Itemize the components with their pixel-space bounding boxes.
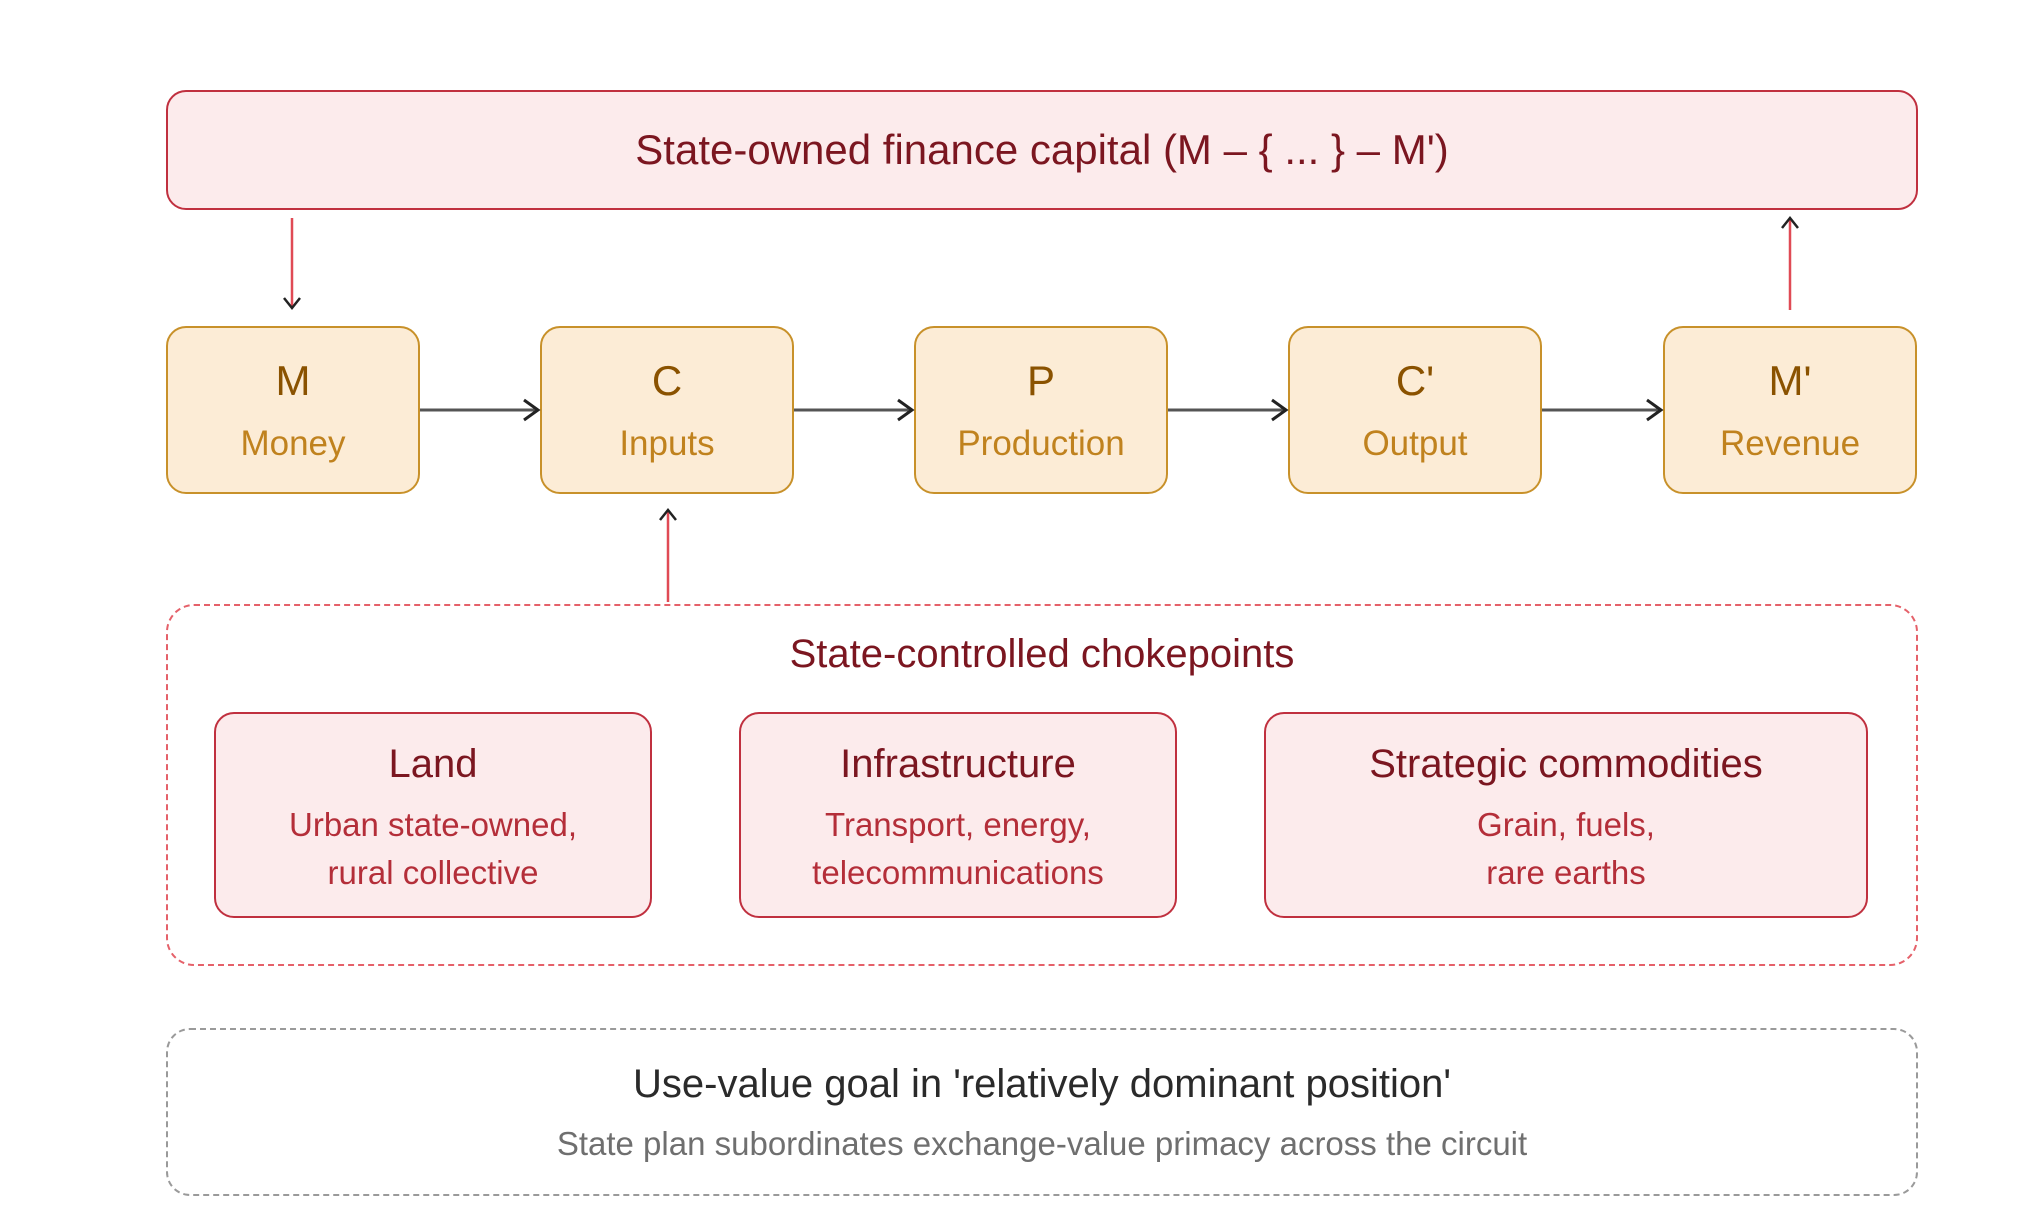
use-value-subtitle: State plan subordinates exchange-value p…	[556, 1124, 1528, 1162]
chokepoint-commodities-line2: rare earths	[1486, 854, 1646, 891]
node-production-label: Production	[957, 423, 1125, 463]
arrow-revenue-to-finance	[1781, 215, 1799, 310]
arrow-production-to-output	[1168, 398, 1289, 422]
use-value-title: Use-value goal in 'relatively dominant p…	[633, 1061, 1451, 1106]
arrow-inputs-to-production	[794, 398, 915, 422]
chokepoint-strategic-commodities: Strategic commodities Grain, fuels, rare…	[1264, 712, 1868, 918]
arrow-output-to-revenue	[1542, 398, 1664, 422]
node-output: C' Output	[1288, 326, 1542, 494]
node-output-symbol: C'	[1395, 356, 1435, 404]
node-output-label: Output	[1362, 423, 1468, 463]
finance-capital-box: State-owned finance capital (M – { ... }…	[166, 90, 1918, 210]
chokepoint-land-line1: Urban state-owned,	[289, 806, 577, 843]
arrow-chokepoints-to-inputs	[659, 507, 677, 602]
chokepoint-infrastructure: Infrastructure Transport, energy, teleco…	[739, 712, 1177, 918]
use-value-box: Use-value goal in 'relatively dominant p…	[166, 1028, 1918, 1196]
node-revenue-label: Revenue	[1719, 423, 1861, 463]
chokepoint-infrastructure-line1: Transport, energy,	[825, 806, 1091, 843]
chokepoints-group: State-controlled chokepoints	[166, 604, 1918, 966]
chokepoint-infrastructure-title: Infrastructure	[840, 742, 1076, 786]
node-revenue-symbol: M'	[1768, 356, 1812, 404]
chokepoint-land-title: Land	[388, 742, 478, 786]
node-money-label: Money	[240, 423, 346, 463]
node-revenue: M' Revenue	[1663, 326, 1917, 494]
node-inputs-label: Inputs	[619, 423, 715, 463]
chokepoint-infrastructure-line2: telecommunications	[812, 854, 1104, 891]
node-production-symbol: P	[1026, 356, 1055, 404]
node-money-symbol: M	[275, 356, 311, 404]
node-inputs: C Inputs	[540, 326, 794, 494]
chokepoint-land: Land Urban state-owned, rural collective	[214, 712, 652, 918]
arrow-finance-to-money	[283, 218, 301, 311]
arrow-money-to-inputs	[420, 398, 541, 422]
chokepoints-title: State-controlled chokepoints	[789, 632, 1295, 676]
finance-capital-title: State-owned finance capital (M – { ... }…	[635, 126, 1449, 173]
node-money: M Money	[166, 326, 420, 494]
node-production: P Production	[914, 326, 1168, 494]
node-inputs-symbol: C	[651, 356, 683, 404]
chokepoint-commodities-line1: Grain, fuels,	[1477, 806, 1655, 843]
chokepoint-land-line2: rural collective	[327, 854, 539, 891]
chokepoint-commodities-title: Strategic commodities	[1369, 742, 1763, 786]
